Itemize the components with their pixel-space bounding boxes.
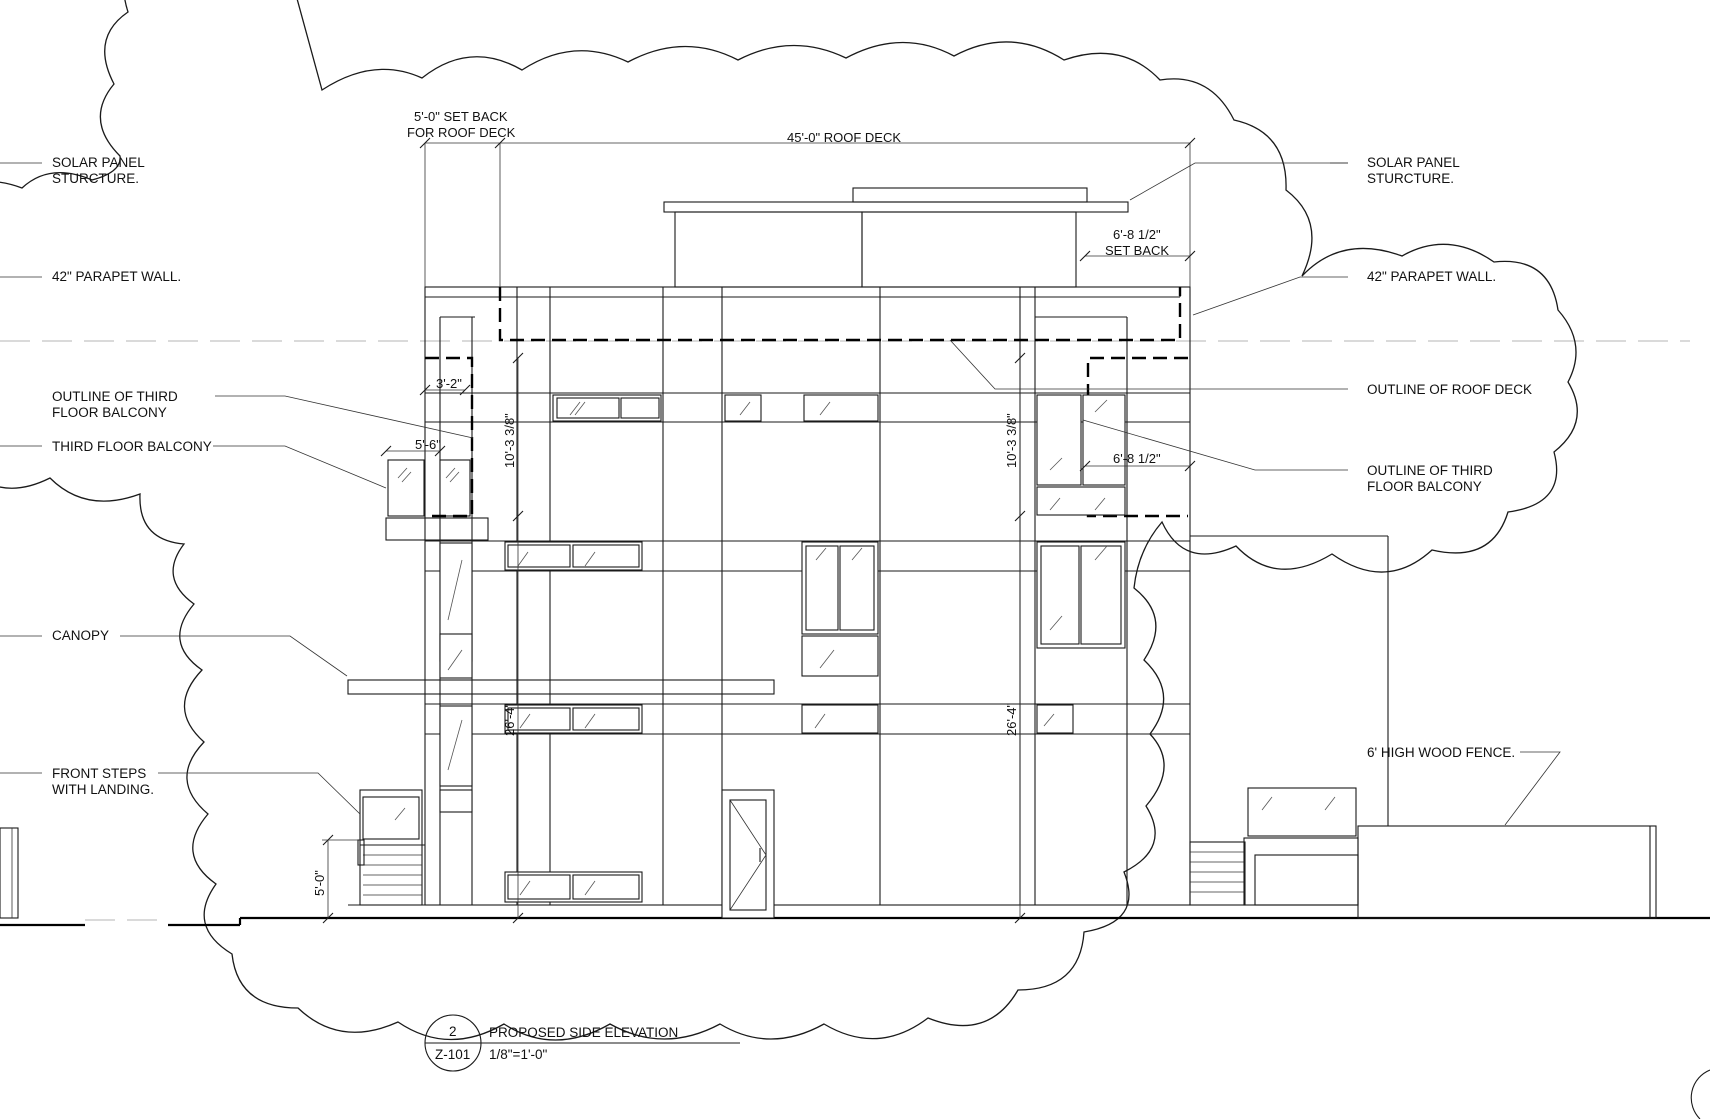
dim-left-height: 10'-3 3/8" (502, 413, 517, 468)
drawing-title: PROPOSED SIDE ELEVATION (489, 1025, 678, 1040)
ground-line (0, 916, 1710, 927)
dim-right-setback-2: SET BACK (1105, 243, 1169, 258)
label-steps-2: WITH LANDING. (52, 782, 154, 797)
dim-right-balcony: 6'-8 1/2" (1113, 451, 1161, 466)
edge-symbol (1690, 1069, 1710, 1119)
label-outline-third-right-1: OUTLINE OF THIRD (1367, 463, 1493, 478)
rear-steps-right (1189, 787, 1359, 906)
label-solar-right-1: SOLAR PANEL (1367, 155, 1460, 170)
label-solar-left-2: STURCTURE. (52, 171, 139, 186)
dim-right-height: 10'-3 3/8" (1004, 413, 1019, 468)
label-outline-third-right-2: FLOOR BALCONY (1367, 479, 1482, 494)
revision-cloud (0, 0, 1578, 1041)
front-steps-left (357, 789, 425, 906)
canopy (347, 679, 775, 695)
windows-third-floor (552, 394, 1126, 516)
label-roof-deck-outline: OUTLINE OF ROOF DECK (1367, 382, 1532, 397)
label-outline-third-left-2: FLOOR BALCONY (52, 405, 167, 420)
label-outline-third-left-1: OUTLINE OF THIRD (52, 389, 178, 404)
label-fence: 6' HIGH WOOD FENCE. (1367, 745, 1515, 760)
dimension-lines (322, 137, 1196, 924)
sheet-number: Z-101 (435, 1047, 470, 1062)
label-solar-left-1: SOLAR PANEL (52, 155, 145, 170)
third-floor-balcony-outline-left (425, 356, 474, 518)
windows-second-floor (439, 541, 1126, 679)
roof-deck-outline (498, 287, 1182, 342)
dim-setback-2: FOR ROOF DECK (407, 125, 516, 140)
dim-balcony-depth: 3'-2" (436, 376, 462, 391)
dim-roof-deck: 45'-0" ROOF DECK (787, 130, 901, 145)
label-solar-right-2: STURCTURE. (1367, 171, 1454, 186)
label-third-balcony: THIRD FLOOR BALCONY (52, 439, 212, 454)
dim-right-floor: 26'-4" (1004, 702, 1019, 736)
dim-balcony-width: 5'-6" (415, 437, 441, 452)
label-parapet-right: 42" PARAPET WALL. (1367, 269, 1496, 284)
leader-lines (0, 162, 1561, 826)
dim-setback-1: 5'-0" SET BACK (414, 109, 508, 124)
neighbor-building-edge (0, 827, 19, 919)
dim-left-floor: 26'-4" (502, 702, 517, 736)
dim-right-setback-1: 6'-8 1/2" (1113, 227, 1161, 242)
wood-fence (1190, 535, 1657, 919)
label-parapet-left: 42" PARAPET WALL. (52, 269, 181, 284)
detail-number: 2 (449, 1024, 457, 1039)
label-canopy: CANOPY (52, 628, 109, 643)
dim-steps-height: 5'-0" (312, 870, 327, 896)
solar-panel-structure (663, 187, 1129, 288)
title-block: 2 Z-101 PROPOSED SIDE ELEVATION 1/8"=1'-… (424, 1014, 740, 1072)
drawing-scale: 1/8"=1'-0" (489, 1047, 548, 1062)
label-steps-1: FRONT STEPS (52, 766, 146, 781)
entry-door (721, 789, 775, 919)
